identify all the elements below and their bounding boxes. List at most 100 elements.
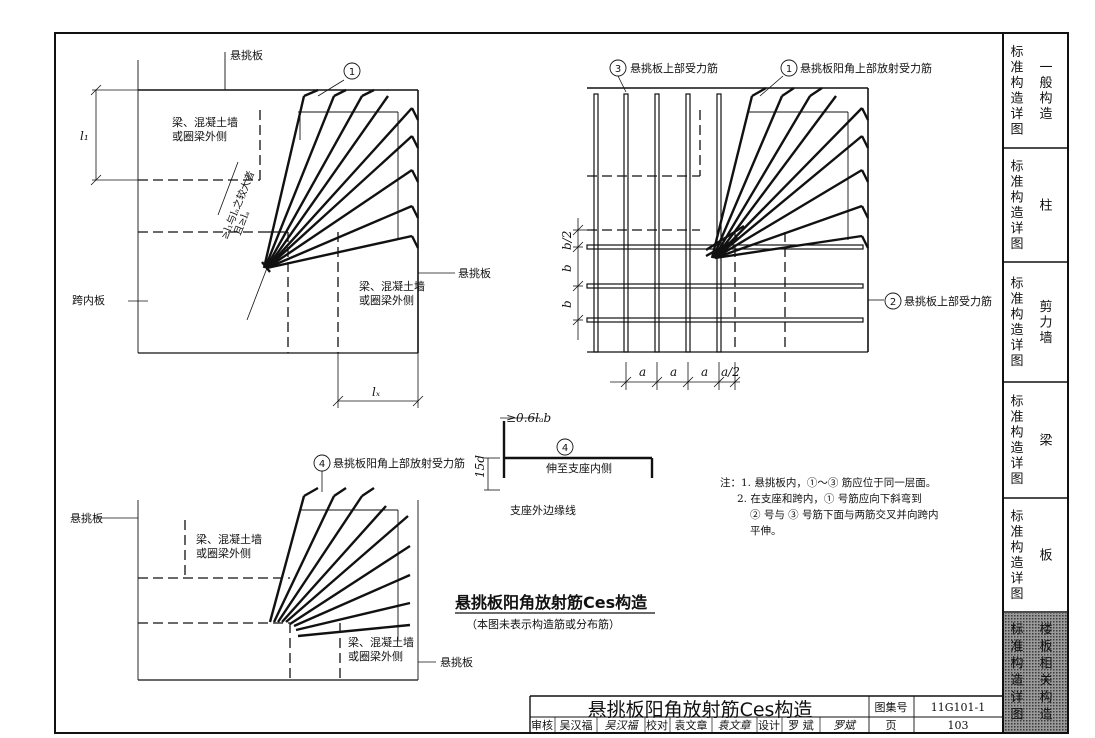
sidebar-tab-6-char-a: 详 — [1010, 691, 1023, 706]
sidebar-tab-4-char-a: 准 — [1010, 410, 1023, 425]
sidebar-tab-3-char-a: 图 — [1010, 354, 1023, 369]
sidebar-tab-1-char-a: 准 — [1010, 61, 1023, 76]
sidebar-tab-3-char-a: 准 — [1010, 292, 1023, 307]
note-line-1: 注：1. 悬挑板内，①～③ 筋应位于同一层面。 — [720, 476, 936, 489]
dim-a-1: a — [639, 365, 646, 379]
svg-text:1: 1 — [786, 64, 792, 75]
note-line-2: 2. 在支座和跨内，① 号筋应向下斜弯到 — [737, 492, 922, 505]
hook-06lab: ≥0.6lₐb — [506, 411, 551, 425]
circle-3-marker: 3 — [609, 59, 627, 77]
sidebar-tab-5-char-a: 造 — [1010, 556, 1023, 571]
sidebar-tab-4-char-a: 构 — [1010, 426, 1023, 441]
label-beam-wall-4b: 或圈梁外侧 — [348, 649, 403, 663]
dim-b-2: b — [560, 300, 574, 308]
sidebar-tab-1-char-a: 详 — [1010, 107, 1023, 122]
title-block-check-sign: 袁文章 — [718, 719, 753, 732]
sidebar-tab-6-char-b: 板 — [1039, 640, 1052, 655]
title-block-design-name: 罗 斌 — [788, 719, 814, 732]
label-cantilever-slab-right: 悬挑板 — [458, 266, 491, 280]
title-block-atlas-label: 图集号 — [875, 700, 908, 714]
sidebar-tab-6-char-a: 构 — [1010, 657, 1023, 672]
sidebar-tab-1-char-a: 标 — [1010, 45, 1023, 60]
dim-a-3: a — [701, 365, 708, 379]
title-block-page-label: 页 — [886, 719, 897, 732]
dim-b-1: b — [560, 264, 574, 272]
label-cantilever-slab-left-bottom: 悬挑板 — [70, 511, 103, 525]
sidebar-tab-2-char-b: 柱 — [1039, 198, 1052, 213]
title-block-page-value: 103 — [948, 719, 969, 732]
sidebar-tab-3-char-b: 剪 — [1039, 299, 1052, 315]
hook-detail — [484, 417, 654, 491]
title-block-design-sign: 罗斌 — [833, 719, 857, 732]
title-block-review-sign: 吴汉福 — [605, 719, 640, 732]
sidebar-tab-6-char-b: 造 — [1039, 708, 1052, 723]
sidebar-tab-1-char-a: 图 — [1010, 123, 1023, 138]
sidebar-tab-3-char-b: 力 — [1039, 315, 1052, 330]
circle-4-marker-c: 4 — [313, 454, 331, 472]
label-beam-wall-1a: 梁、混凝土墙 — [172, 115, 238, 129]
dim-b2: b/2 — [560, 231, 574, 250]
figure-b — [572, 75, 884, 390]
sidebar-tab-6-char-b: 相 — [1039, 657, 1052, 672]
sidebar-tab-4-char-a: 标 — [1010, 395, 1023, 410]
sidebar-tab-4-char-b: 梁 — [1039, 433, 1052, 448]
figure-title: 悬挑板阳角放射筋Ces构造 — [454, 593, 648, 612]
label-bar3: 悬挑板上部受力筋 — [630, 61, 718, 75]
sidebar-tab-2-char-a: 标 — [1010, 160, 1023, 175]
sidebar-tab-5-char-a: 标 — [1010, 510, 1023, 525]
title-block-review-label: 审核 — [531, 718, 553, 732]
svg-text:3: 3 — [615, 64, 621, 75]
note-line-4: 平伸。 — [750, 525, 782, 537]
dim-a-2: a — [670, 365, 677, 379]
sidebar-tab-2-char-a: 详 — [1010, 222, 1023, 237]
sidebar-tab-6-char-b: 构 — [1039, 691, 1052, 706]
sidebar-tab-1-char-b: 一 — [1039, 61, 1052, 76]
sidebar-tab-3-char-a: 构 — [1010, 308, 1023, 323]
sidebar-tab-1-char-b: 构 — [1039, 92, 1052, 107]
label-bar1: 悬挑板阳角上部放射受力筋 — [800, 61, 932, 75]
circle-2-marker: 2 — [884, 292, 902, 310]
sidebar-tab-4-char-a: 图 — [1010, 472, 1023, 487]
sidebar-tab-1-char-b: 造 — [1039, 107, 1052, 122]
circle-1-marker-a: 1 — [343, 62, 361, 80]
label-beam-wall-2b: 或圈梁外侧 — [359, 293, 414, 307]
svg-text:2: 2 — [890, 297, 896, 308]
label-beam-wall-3b: 或圈梁外侧 — [196, 546, 251, 560]
label-cantilever-slab-right-bottom: 悬挑板 — [440, 655, 473, 669]
sidebar-tab-1-char-b: 般 — [1039, 75, 1052, 91]
sidebar-tab-6-char-b: 楼 — [1039, 623, 1052, 638]
svg-text:4: 4 — [319, 459, 325, 470]
hook-15d: 15d — [473, 455, 487, 478]
dim-lx-label: lₓ — [372, 385, 381, 399]
circle-1-marker-b: 1 — [780, 59, 798, 77]
svg-text:4: 4 — [562, 443, 568, 454]
figure-subtitle: （本图未表示构造筋或分布筋） — [466, 617, 620, 631]
title-block — [529, 695, 1003, 733]
sidebar-tab-5-char-a: 图 — [1010, 587, 1023, 602]
label-beam-wall-4a: 梁、混凝土墙 — [348, 635, 414, 649]
sidebar-tab-2-char-a: 准 — [1010, 175, 1023, 190]
hook-extend-label: 伸至支座内侧 — [546, 461, 612, 475]
title-block-design-label: 设计 — [758, 719, 780, 732]
sheet-frame — [54, 32, 1069, 734]
sidebar-tab-6-char-b: 关 — [1039, 674, 1052, 689]
figure-c — [96, 471, 436, 681]
sidebar-tab-2-char-a: 构 — [1010, 191, 1023, 206]
title-block-review-name: 吴汉福 — [560, 718, 593, 732]
sidebar-tab-2-char-a: 造 — [1010, 206, 1023, 221]
title-block-atlas-value: 11G101-1 — [931, 701, 986, 714]
sidebar-tab-3-char-b: 墙 — [1039, 331, 1052, 346]
note-line-3: ② 号与 ③ 号筋下面与两筋交叉并向跨内 — [750, 508, 939, 521]
label-bar4: 悬挑板阳角上部放射受力筋 — [333, 456, 465, 470]
sidebar-tab-3-char-a: 标 — [1010, 277, 1023, 292]
label-beam-wall-2a: 梁、混凝土墙 — [359, 279, 425, 293]
sidebar-tab-6-char-a: 标 — [1010, 623, 1023, 638]
sidebar-tab-6-char-a: 图 — [1010, 708, 1023, 723]
sidebar-tab-5-char-a: 详 — [1010, 572, 1023, 587]
dim-a2: a/2 — [721, 365, 740, 379]
circle-4-marker-hook: 4 — [556, 438, 574, 456]
title-block-check-name: 袁文章 — [675, 718, 708, 732]
label-cantilever-slab-top: 悬挑板 — [230, 48, 263, 62]
hook-support-label: 支座外边缘线 — [510, 503, 576, 517]
